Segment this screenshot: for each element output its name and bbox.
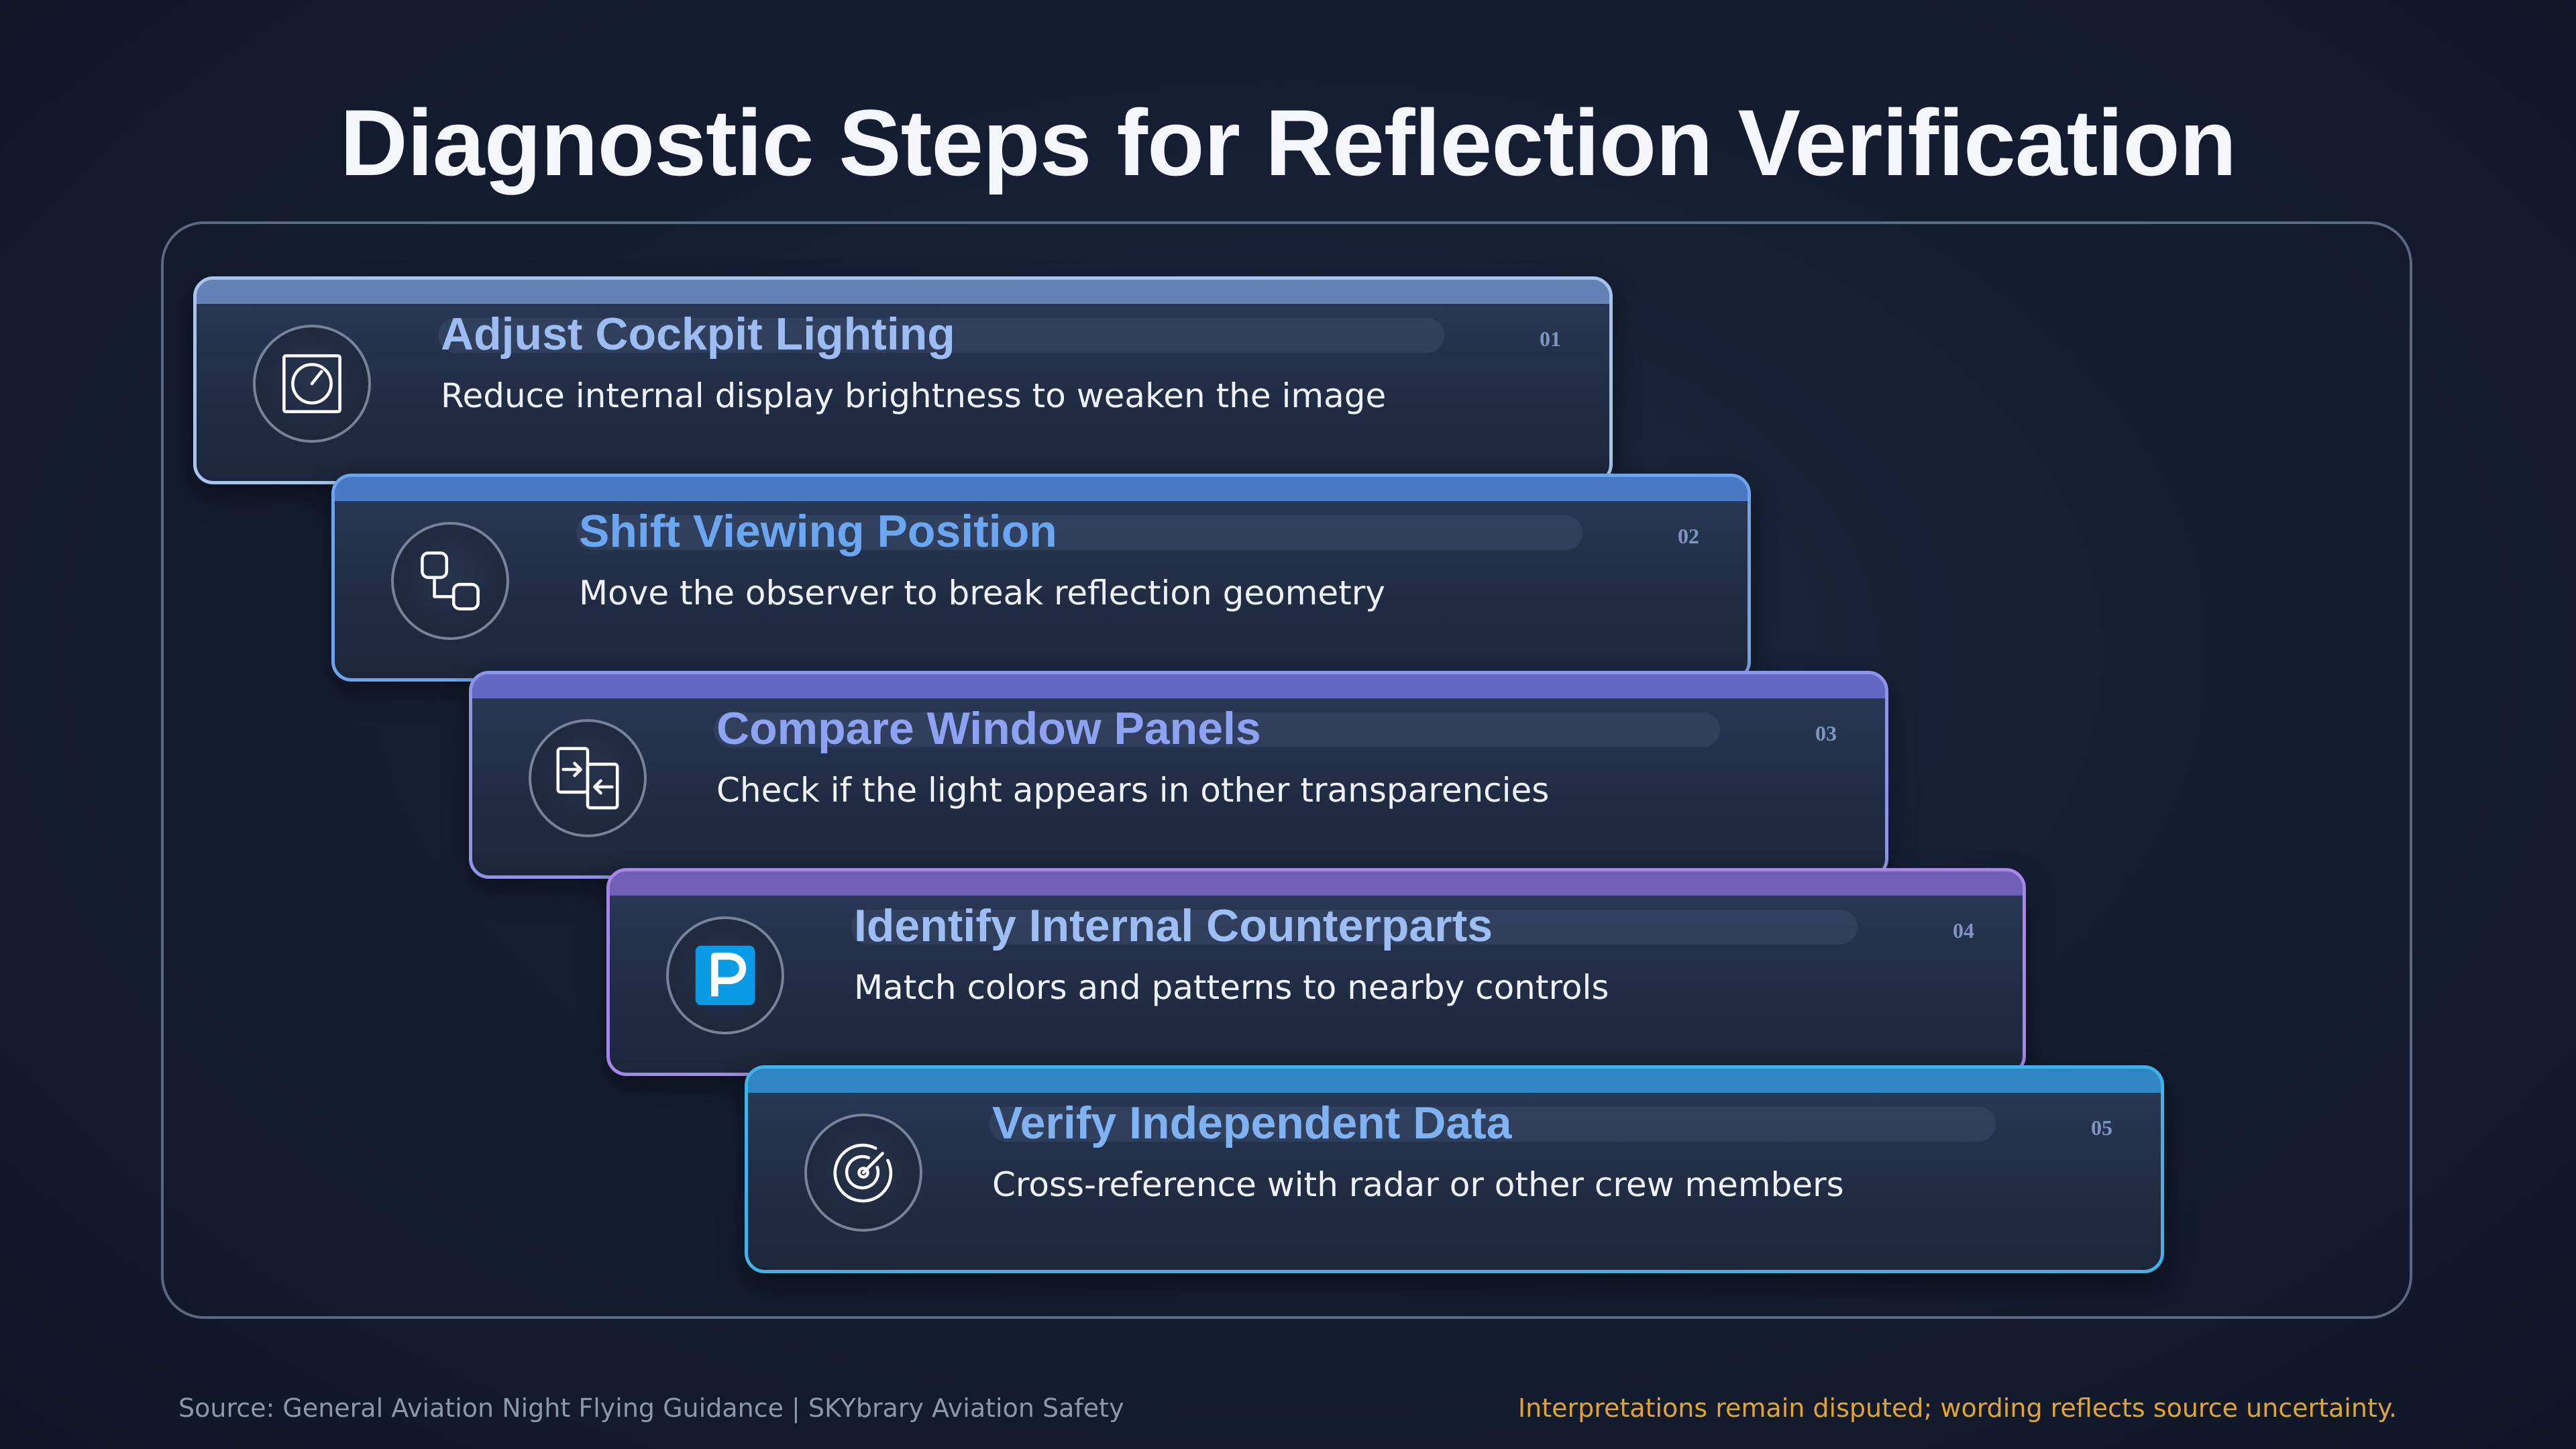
steps-frame	[161, 221, 2412, 1319]
step-card-compare-panels: Compare Window Panels Check if the light…	[469, 671, 1888, 879]
step-title-highlight	[714, 712, 1720, 747]
step-top-bar	[197, 280, 1609, 304]
step-top-bar	[610, 871, 2023, 896]
step-card-shift-position: Shift Viewing Position Move the observer…	[331, 474, 1751, 682]
step-title: Verify Independent Data	[992, 1097, 1512, 1148]
step-top-bar	[748, 1069, 2161, 1093]
step-card-identify-counterparts: Identify Internal Counterparts Match col…	[606, 868, 2026, 1076]
step-description: Check if the light appears in other tran…	[716, 771, 1550, 810]
step-title: Identify Internal Counterparts	[854, 900, 1493, 951]
step-description: Reduce internal display brightness to we…	[441, 376, 1387, 415]
step-icon-circle	[253, 325, 371, 443]
dial-gauge-icon	[282, 354, 341, 413]
step-number: 04	[1953, 918, 1974, 943]
step-icon-circle	[391, 522, 509, 640]
radar-icon	[833, 1143, 893, 1203]
step-number: 01	[1540, 327, 1561, 351]
step-description: Match colors and patterns to nearby cont…	[854, 968, 1609, 1007]
step-description: Move the observer to break reflection ge…	[579, 574, 1385, 612]
parking-sign-icon	[695, 945, 755, 1006]
step-icon-circle	[529, 719, 647, 837]
step-number: 05	[2091, 1116, 2112, 1140]
compare-panels-icon	[556, 747, 619, 810]
step-title: Adjust Cockpit Lighting	[441, 309, 955, 360]
step-number: 03	[1815, 721, 1837, 745]
step-icon-circle	[804, 1114, 922, 1232]
connected-squares-icon	[421, 551, 480, 610]
step-icon-circle	[666, 916, 784, 1034]
step-title-highlight	[576, 515, 1582, 550]
step-title-highlight	[438, 318, 1444, 353]
step-title-highlight	[989, 1107, 1996, 1142]
step-title: Compare Window Panels	[716, 703, 1261, 754]
source-citation: Source: General Aviation Night Flying Gu…	[178, 1393, 1124, 1423]
uncertainty-note: Interpretations remain disputed; wording…	[1517, 1393, 2397, 1423]
step-title: Shift Viewing Position	[579, 506, 1057, 557]
step-description: Cross-reference with radar or other crew…	[992, 1165, 1844, 1204]
step-card-adjust-lighting: Adjust Cockpit Lighting Reduce internal …	[193, 276, 1613, 484]
step-card-verify-data: Verify Independent Data Cross-reference …	[745, 1065, 2164, 1273]
step-title-highlight	[851, 910, 1858, 945]
step-top-bar	[472, 674, 1885, 698]
step-number: 02	[1678, 524, 1699, 548]
page-title: Diagnostic Steps for Reflection Verifica…	[339, 90, 2237, 195]
step-top-bar	[335, 477, 1748, 501]
